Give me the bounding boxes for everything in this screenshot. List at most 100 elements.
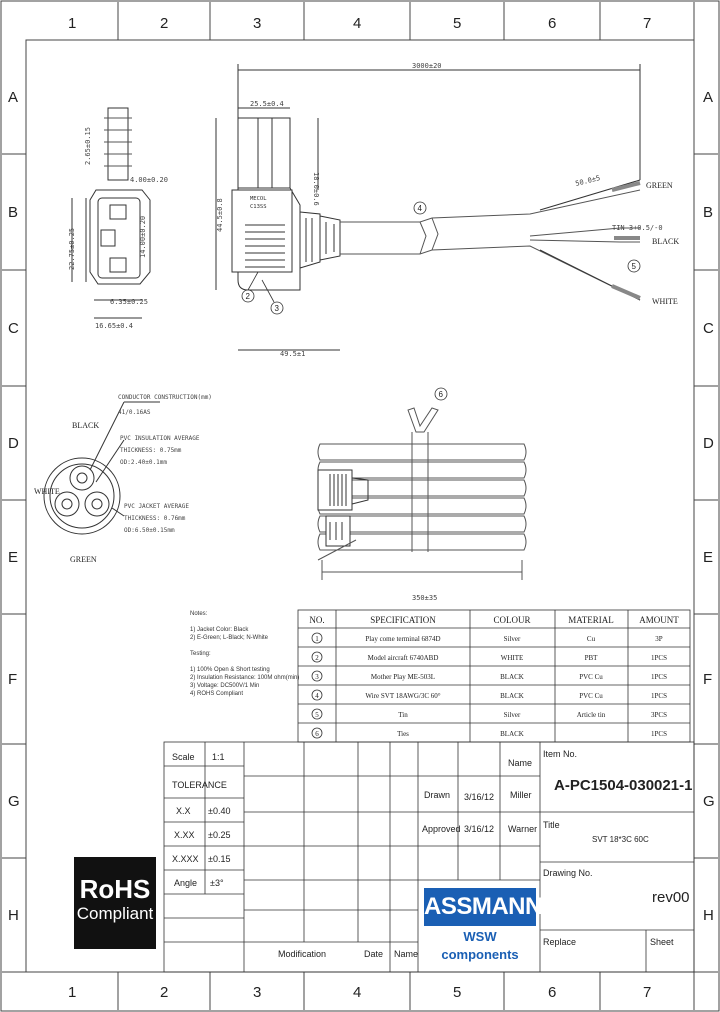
tb-sheet-label: Sheet [650, 937, 674, 947]
balloon-5: 5 [632, 262, 637, 271]
column-label-1: 1 [68, 984, 76, 1001]
plug-label-1: MECOL [250, 196, 267, 202]
wire-label-green: GREEN [646, 181, 673, 190]
dim-tin-length: TIN 3+0.5/-0 [612, 224, 663, 232]
tb-name-header: Name [508, 758, 532, 768]
dim-plug-depth: 18.0±0.6 [312, 172, 320, 206]
testing-line-2: 2) Insulation Resistance: 100M ohm(min) [190, 675, 300, 681]
tb-title: SVT 18*3C 60C [592, 835, 649, 844]
tb-name-label: Name [394, 949, 418, 959]
jacket-2: THICKNESS: 0.76mm [124, 515, 186, 522]
dim-face-d5: 6.35±0.25 [110, 298, 148, 306]
tb-tol-x3-value: ±0.15 [208, 854, 230, 864]
bom-cell-1-2: WHITE [501, 654, 524, 662]
notes-heading: Notes: [190, 611, 208, 617]
dim-overall-length: 3000±20 [412, 62, 442, 70]
bom-row-balloon [311, 632, 323, 644]
tb-tolerance-label: TOLERANCE [172, 780, 227, 790]
dim-face-d2: 4.00±0.20 [130, 176, 168, 184]
bom-cell-0-2: Silver [504, 635, 521, 643]
row-label-E: E [8, 549, 18, 566]
row-label-B: B [703, 204, 713, 221]
cable [340, 179, 641, 301]
bom-cell-1-1: Model aircraft 6740ABD [368, 654, 439, 662]
bom-cell-0-1: Play come terminal 6874D [365, 635, 440, 643]
row-label-G: G [703, 793, 715, 810]
tb-approved-label: Approved [422, 824, 461, 834]
bom-cell-5-4: 1PCS [651, 730, 667, 738]
column-label-3: 3 [253, 15, 261, 32]
balloon-markers [241, 201, 641, 401]
bom-cell-2-3: PVC Cu [579, 673, 603, 681]
bom-cell-0-0: 1 [315, 635, 319, 643]
bom-cell-1-3: PBT [585, 654, 599, 662]
bom-cell-0-3: Cu [587, 635, 596, 643]
bom-cell-3-2: BLACK [500, 692, 524, 700]
bom-header-0: NO. [309, 615, 324, 625]
bom-header-4: AMOUNT [639, 615, 679, 625]
dim-plug-length: 49.5±1 [280, 350, 305, 358]
bom-row-balloon [311, 670, 323, 682]
tb-tol-x2-value: ±0.25 [208, 830, 230, 840]
column-label-7: 7 [643, 984, 651, 1001]
bom-cell-4-3: Article tin [577, 711, 606, 719]
bom-header-1: SPECIFICATION [370, 615, 436, 625]
bom-row-balloon [311, 727, 323, 739]
balloon-6: 6 [439, 390, 444, 399]
insulation-1: PVC INSULATION AVERAGE [120, 435, 200, 442]
tb-replace-label: Replace [543, 937, 576, 947]
rohs-line-2: Compliant [76, 904, 154, 923]
row-label-D: D [703, 435, 714, 452]
company-logo-sub: WSW components [441, 929, 519, 962]
bom-cell-1-0: 2 [315, 654, 319, 662]
bom-cell-2-1: Mother Play ME-503L [371, 673, 435, 681]
bom-cell-1-4: 1PCS [651, 654, 667, 662]
tb-drawn-date: 3/16/12 [464, 792, 494, 802]
section-white: WHITE [34, 487, 60, 496]
bom-cell-0-4: 3P [655, 635, 663, 643]
row-label-C: C [8, 320, 19, 337]
dim-plug-height: 44.5±0.8 [216, 198, 224, 232]
row-label-A: A [8, 89, 18, 106]
tb-tol-x1-value: ±0.40 [208, 806, 230, 816]
plug-face-view [71, 107, 151, 319]
tb-tol-x3-label: X.XXX [172, 854, 199, 864]
tb-drawn-label: Drawn [424, 790, 450, 800]
insulation-2: THICKNESS: 0.75mm [120, 447, 182, 454]
conductor-1: CONDUCTOR CONSTRUCTION(mm) [118, 394, 212, 401]
column-label-7: 7 [643, 15, 651, 32]
wire-label-white: WHITE [652, 297, 678, 306]
tb-title-label: Title [543, 820, 560, 830]
dim-face-d6: 16.65±0.4 [95, 322, 133, 330]
coiled-cable-view [317, 407, 527, 580]
column-label-3: 3 [253, 984, 261, 1001]
bom-row-balloon [311, 689, 323, 701]
plug-side-view [215, 64, 641, 351]
column-label-4: 4 [353, 15, 361, 32]
column-label-5: 5 [453, 15, 461, 32]
row-label-H: H [8, 907, 19, 924]
insulation-3: OD:2.40±0.1mm [120, 459, 167, 466]
dim-face-d3: 22.75±0.25 [68, 228, 76, 270]
dim-face-d1: 2.65±0.15 [84, 127, 92, 165]
bom-header-2: COLOUR [493, 615, 530, 625]
bom-table-grid [297, 609, 691, 743]
column-label-2: 2 [160, 15, 168, 32]
row-label-F: F [8, 671, 17, 688]
row-label-F: F [703, 671, 712, 688]
tb-date-label: Date [364, 949, 383, 959]
row-label-G: G [8, 793, 20, 810]
tb-tol-x2-label: X.XX [174, 830, 195, 840]
testing-line-3: 3) Voltage: DC500V/1 Min [190, 683, 260, 689]
column-label-5: 5 [453, 984, 461, 1001]
balloon-3: 3 [275, 304, 280, 313]
dim-face-d4: 14.00±0.20 [139, 216, 147, 258]
row-label-H: H [703, 907, 714, 924]
section-black: BLACK [72, 421, 99, 430]
dim-plug-width: 25.5±0.4 [250, 100, 284, 108]
bom-cell-4-4: 3PCS [651, 711, 667, 719]
column-label-1: 1 [68, 15, 76, 32]
row-label-D: D [8, 435, 19, 452]
tb-tol-x1-label: X.X [176, 806, 191, 816]
balloon-4: 4 [418, 204, 423, 213]
